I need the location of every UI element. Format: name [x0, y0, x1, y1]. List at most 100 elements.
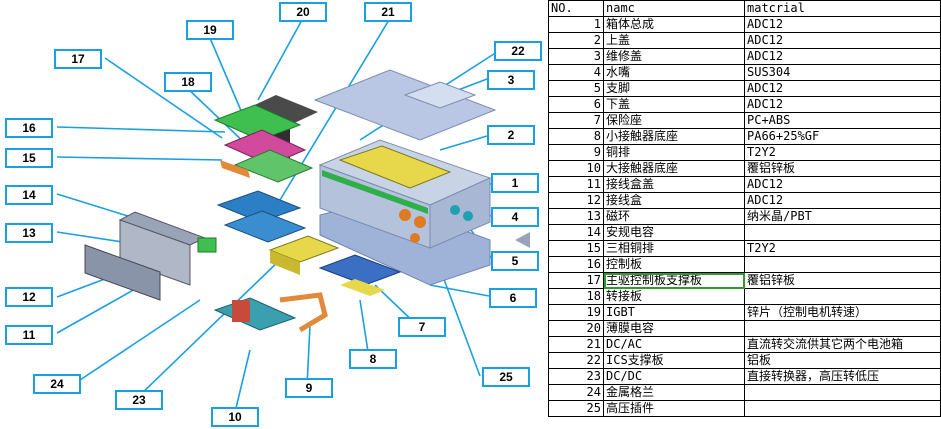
cell-material[interactable]: ADC12 — [744, 48, 941, 65]
header-name[interactable]: namc — [603, 0, 745, 17]
cell-name[interactable]: 小接触器底座 — [603, 128, 745, 145]
cell-name[interactable]: 磁环 — [603, 208, 745, 225]
cell-no[interactable]: 19 — [548, 304, 604, 321]
cell-name[interactable]: 转接板 — [603, 288, 745, 305]
cell-name[interactable]: 安规电容 — [603, 224, 745, 241]
cell-name[interactable]: 箱体总成 — [603, 16, 745, 33]
cell-no[interactable]: 18 — [548, 288, 604, 305]
cell-material[interactable] — [744, 224, 941, 241]
service-cover-shape — [403, 81, 477, 109]
cell-no[interactable]: 22 — [548, 352, 604, 369]
cell-material[interactable] — [744, 320, 941, 337]
cell-material[interactable]: 覆铝锌板 — [744, 160, 941, 177]
cell-material[interactable]: ADC12 — [744, 176, 941, 193]
cell-name[interactable]: 水嘴 — [603, 64, 745, 81]
cell-name[interactable]: DC/AC — [603, 336, 745, 353]
cell-no[interactable]: 1 — [548, 16, 604, 33]
cell-name[interactable]: 接线盒 — [603, 192, 745, 209]
cell-no[interactable]: 6 — [548, 96, 604, 113]
header-no[interactable]: NO. — [548, 0, 604, 17]
cell-material[interactable]: PC+ABS — [744, 112, 941, 129]
cell-no[interactable]: 14 — [548, 224, 604, 241]
callout-16: 16 — [5, 118, 53, 138]
cell-material[interactable]: ADC12 — [744, 32, 941, 49]
igbt-shape — [233, 149, 314, 183]
cell-no[interactable]: 16 — [548, 256, 604, 273]
cell-material[interactable] — [744, 288, 941, 305]
cell-no[interactable]: 10 — [548, 160, 604, 177]
cell-no[interactable]: 2 — [548, 32, 604, 49]
cell-name[interactable]: 控制板 — [603, 256, 745, 273]
cell-no[interactable]: 24 — [548, 384, 604, 401]
cell-no[interactable]: 5 — [548, 80, 604, 97]
cell-name[interactable]: 维修盖 — [603, 48, 745, 65]
cell-material[interactable]: 直接转换器，高压转低压 — [744, 368, 941, 385]
cell-material[interactable]: PA66+25%GF — [744, 128, 941, 145]
cell-no[interactable]: 21 — [548, 336, 604, 353]
cell-name[interactable]: 金属格兰 — [603, 384, 745, 401]
cell-material[interactable]: 直流转交流供其它两个电池箱 — [744, 336, 941, 353]
control-board-shape — [213, 104, 302, 141]
cell-no[interactable]: 17 — [548, 272, 604, 289]
housing-side-shape — [429, 177, 491, 249]
cell-material[interactable]: SUS304 — [744, 64, 941, 81]
callout-24: 24 — [33, 374, 81, 394]
cell-material[interactable]: ADC12 — [744, 16, 941, 33]
cell-no[interactable]: 4 — [548, 64, 604, 81]
cell-material[interactable]: ADC12 — [744, 96, 941, 113]
cell-name[interactable]: 支脚 — [603, 80, 745, 97]
header-material[interactable]: matcrial — [744, 0, 941, 17]
cell-material[interactable]: T2Y2 — [744, 240, 941, 257]
exploded-view-drawing — [56, 19, 530, 409]
cell-name[interactable]: 三相铜排 — [603, 240, 745, 257]
cell-name[interactable]: DC/DC — [603, 368, 745, 385]
cell-material[interactable]: 铝板 — [744, 352, 941, 369]
cell-name[interactable]: IGBT — [603, 304, 745, 321]
fuse-seat-shape — [318, 254, 402, 286]
cell-material[interactable] — [744, 400, 941, 417]
callout-10: 10 — [211, 407, 259, 427]
cell-material[interactable]: 锌片（控制电机转速） — [744, 304, 941, 321]
cell-no[interactable]: 8 — [548, 128, 604, 145]
cell-name[interactable]: ICS支撑板 — [603, 352, 745, 369]
cell-no[interactable]: 25 — [548, 400, 604, 417]
cell-name[interactable]: 高压插件 — [603, 400, 745, 417]
cell-name[interactable]: 保险座 — [603, 112, 745, 129]
cell-material[interactable] — [744, 256, 941, 273]
cell-no[interactable]: 7 — [548, 112, 604, 129]
cell-material[interactable] — [744, 384, 941, 401]
cell-no[interactable]: 15 — [548, 240, 604, 257]
cell-no[interactable]: 12 — [548, 192, 604, 209]
cell-name[interactable]: 铜排 — [603, 144, 745, 161]
cell-material[interactable]: T2Y2 — [744, 144, 941, 161]
callout-6: 6 — [489, 288, 537, 308]
callout-14: 14 — [5, 185, 53, 205]
table-header-row: NO. namc matcrial — [548, 0, 941, 17]
cell-name[interactable]: 上盖 — [603, 32, 745, 49]
callout-5: 5 — [491, 251, 539, 271]
cell-name[interactable]: 下盖 — [603, 96, 745, 113]
cell-no[interactable]: 20 — [548, 320, 604, 337]
cell-material[interactable]: 覆铝锌板 — [744, 272, 941, 289]
exploded-view-diagram: 20 21 19 22 17 18 3 16 2 15 1 14 4 13 5 … — [5, 2, 542, 427]
dcdc-shape — [270, 250, 300, 275]
cell-no[interactable]: 11 — [548, 176, 604, 193]
cell-material[interactable]: ADC12 — [744, 192, 941, 209]
cell-no[interactable]: 23 — [548, 368, 604, 385]
cell-no[interactable]: 3 — [548, 48, 604, 65]
cell-material[interactable]: 纳米晶/PBT — [744, 208, 941, 225]
cell-no[interactable]: 13 — [548, 208, 604, 225]
cell-name[interactable]: 薄膜电容 — [603, 320, 745, 337]
cell-name[interactable]: 大接触器底座 — [603, 160, 745, 177]
cell-name[interactable]: 主驱控制板支撑板 — [603, 272, 745, 289]
copper-busbar-shape — [279, 292, 328, 333]
cell-material[interactable]: ADC12 — [744, 80, 941, 97]
cell-no[interactable]: 9 — [548, 144, 604, 161]
cell-name[interactable]: 接线盒盖 — [603, 176, 745, 193]
callout-2: 2 — [487, 125, 535, 145]
